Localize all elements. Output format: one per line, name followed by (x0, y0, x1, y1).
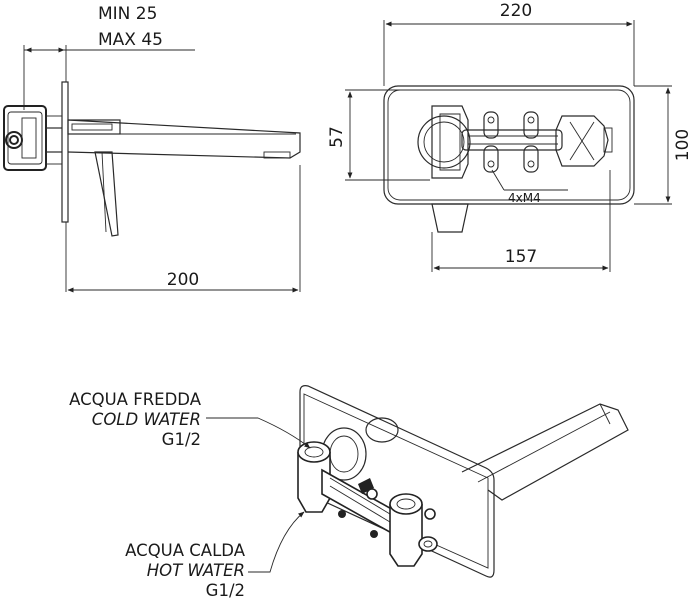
front-valve-body (431, 105, 469, 179)
iso-cold-inlet (297, 441, 331, 463)
side-view (3, 45, 301, 293)
hot-label-en: HOT WATER (147, 561, 245, 580)
side-lever (94, 151, 119, 237)
max-depth-label: MAX 45 (98, 30, 163, 50)
screws-label: 4xM4 (508, 191, 541, 205)
inlet-spacing-label: 57 (327, 126, 347, 148)
spout-length-label: 200 (167, 270, 199, 290)
front-view (345, 20, 672, 272)
front-plate (383, 85, 635, 205)
side-wall-plate (61, 81, 69, 223)
min-depth-label: MIN 25 (98, 4, 157, 24)
plate-height-label: 100 (673, 129, 693, 161)
front-cartridge (555, 115, 609, 167)
cold-label-en: COLD WATER (92, 410, 201, 429)
side-spout (67, 119, 301, 159)
cold-label-it: ACQUA FREDDA (69, 390, 202, 409)
hot-label-it: ACQUA CALDA (125, 541, 246, 560)
body-length-label: 157 (505, 247, 537, 267)
plate-width-label: 220 (500, 1, 532, 21)
front-lever (431, 203, 469, 233)
cold-thread-label: G1/2 (162, 430, 201, 449)
hot-thread-label: G1/2 (206, 581, 245, 600)
front-handle-disc (417, 115, 471, 169)
iso-hot-inlet (389, 493, 423, 515)
iso-spout (461, 403, 629, 501)
isometric-view (206, 385, 629, 578)
